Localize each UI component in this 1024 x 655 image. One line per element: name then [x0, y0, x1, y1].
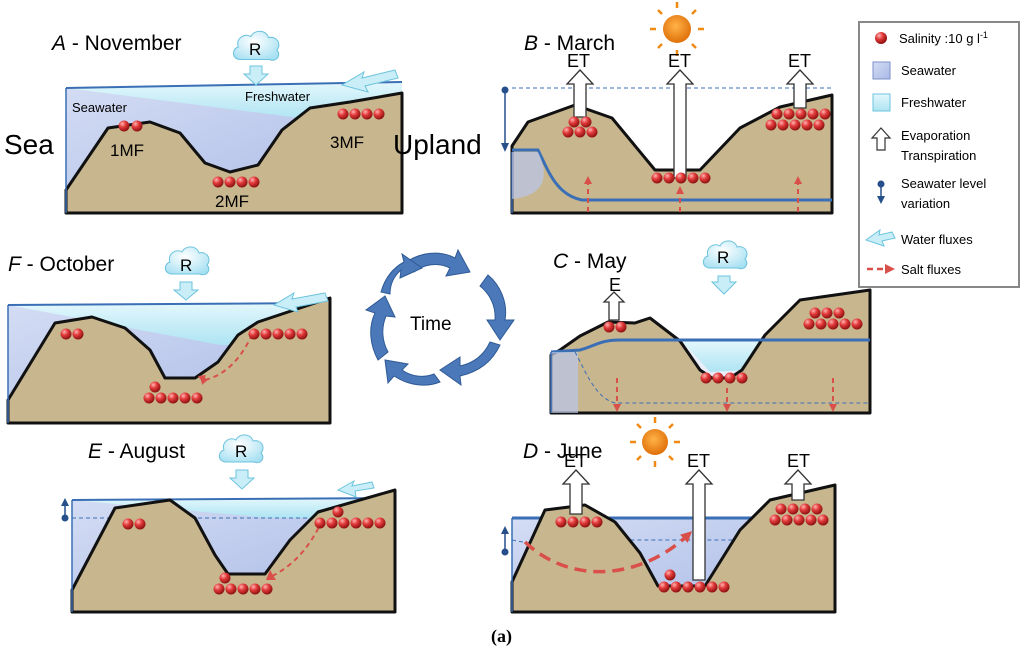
legend-seawater: Seawater — [901, 63, 957, 78]
panel-c-month: - May — [568, 250, 627, 273]
panel-b-march — [501, 2, 834, 215]
salt-balls — [122, 506, 386, 595]
rain-label: R — [249, 40, 261, 59]
legend-salinity: Salinity :10 g l-1 — [899, 30, 988, 46]
panel-f-soil — [6, 296, 332, 425]
et-arrow-icon — [870, 127, 892, 151]
panel-f-october — [6, 246, 332, 425]
panel-a-title: A - November — [50, 32, 182, 55]
panel-e-letter: E — [88, 440, 103, 463]
rain-label: R — [180, 256, 192, 275]
seawater-swatch — [872, 61, 891, 80]
panel-c-may — [549, 240, 872, 415]
sun-icon — [650, 2, 704, 56]
salinity-ball-icon — [875, 32, 887, 44]
panel-b-letter: B — [524, 32, 538, 55]
et-label: ET — [687, 451, 710, 471]
seawater-label: Seawater — [72, 100, 128, 115]
panel-e-month: - August — [102, 440, 185, 463]
salt-balls — [60, 328, 308, 404]
e-label: E — [609, 275, 621, 295]
legend — [858, 21, 1020, 288]
panel-e-august — [61, 434, 397, 614]
mf2-label: 2MF — [215, 192, 249, 211]
panel-e-soil — [70, 488, 397, 614]
sea-label: Sea — [4, 129, 54, 160]
legend-level-line2: variation — [901, 196, 950, 211]
water-flux-icon — [864, 228, 896, 247]
et-label: ET — [567, 51, 590, 71]
panel-c-soil — [549, 288, 872, 415]
panel-c-letter: C — [553, 250, 569, 273]
panel-a-november: R — [64, 30, 404, 215]
water-flux-arrow — [340, 69, 399, 93]
panel-d-letter: D — [523, 440, 538, 463]
panel-b-soil — [510, 93, 834, 215]
et-arrows — [565, 69, 815, 179]
et-arrows — [561, 469, 813, 581]
level-icon — [501, 526, 509, 556]
legend-freshwater: Freshwater — [901, 95, 967, 110]
sun-icon — [630, 417, 680, 467]
panel-f-month: - October — [21, 253, 114, 276]
panel-f-letter: F — [8, 253, 22, 276]
panel-d-june — [501, 417, 837, 614]
panel-c-watertable — [550, 338, 870, 354]
panel-d-month: - June — [538, 440, 602, 463]
et-label: ET — [668, 51, 691, 71]
panel-a-month: - November — [66, 32, 182, 55]
level-icon — [61, 498, 69, 522]
et-label: ET — [564, 451, 587, 471]
water-flux-arrow — [242, 65, 270, 86]
legend-salt-fluxes: Salt fluxes — [901, 262, 961, 277]
et-label: ET — [787, 451, 810, 471]
panel-d-title: D - June — [523, 440, 602, 463]
freshwater-swatch — [872, 93, 891, 112]
mf3-label: 3MF — [330, 133, 364, 152]
time-label: Time — [410, 314, 452, 335]
level-icon — [877, 180, 885, 204]
panel-a-letter: A — [50, 32, 66, 55]
salt-balls — [562, 108, 831, 184]
salt-balls — [555, 503, 829, 593]
upland-label: Upland — [393, 129, 482, 160]
panel-b-month: - March — [538, 32, 615, 55]
rain-label: R — [235, 442, 247, 461]
figure-caption: (a) — [491, 626, 512, 647]
panel-c-title: C - May — [553, 250, 627, 273]
rain-label: R — [717, 248, 729, 267]
legend-level-line1: Seawater level — [901, 176, 986, 191]
freshwater-label: Freshwater — [245, 89, 311, 104]
panel-f-title: F - October — [8, 253, 114, 276]
mf1-label: 1MF — [110, 141, 144, 160]
time-cycle — [364, 248, 515, 387]
legend-water-fluxes: Water fluxes — [901, 232, 973, 247]
panel-a-soil — [64, 91, 404, 215]
panel-b-watertable — [512, 148, 832, 202]
legend-et-line2: Transpiration — [901, 148, 976, 163]
salt-balls — [118, 108, 385, 188]
panel-e-title: E - August — [88, 440, 185, 463]
legend-et-line1: Evaporation — [901, 128, 970, 143]
panel-b-title: B - March — [524, 32, 615, 55]
salt-balls — [603, 307, 863, 384]
et-label: ET — [788, 51, 811, 71]
